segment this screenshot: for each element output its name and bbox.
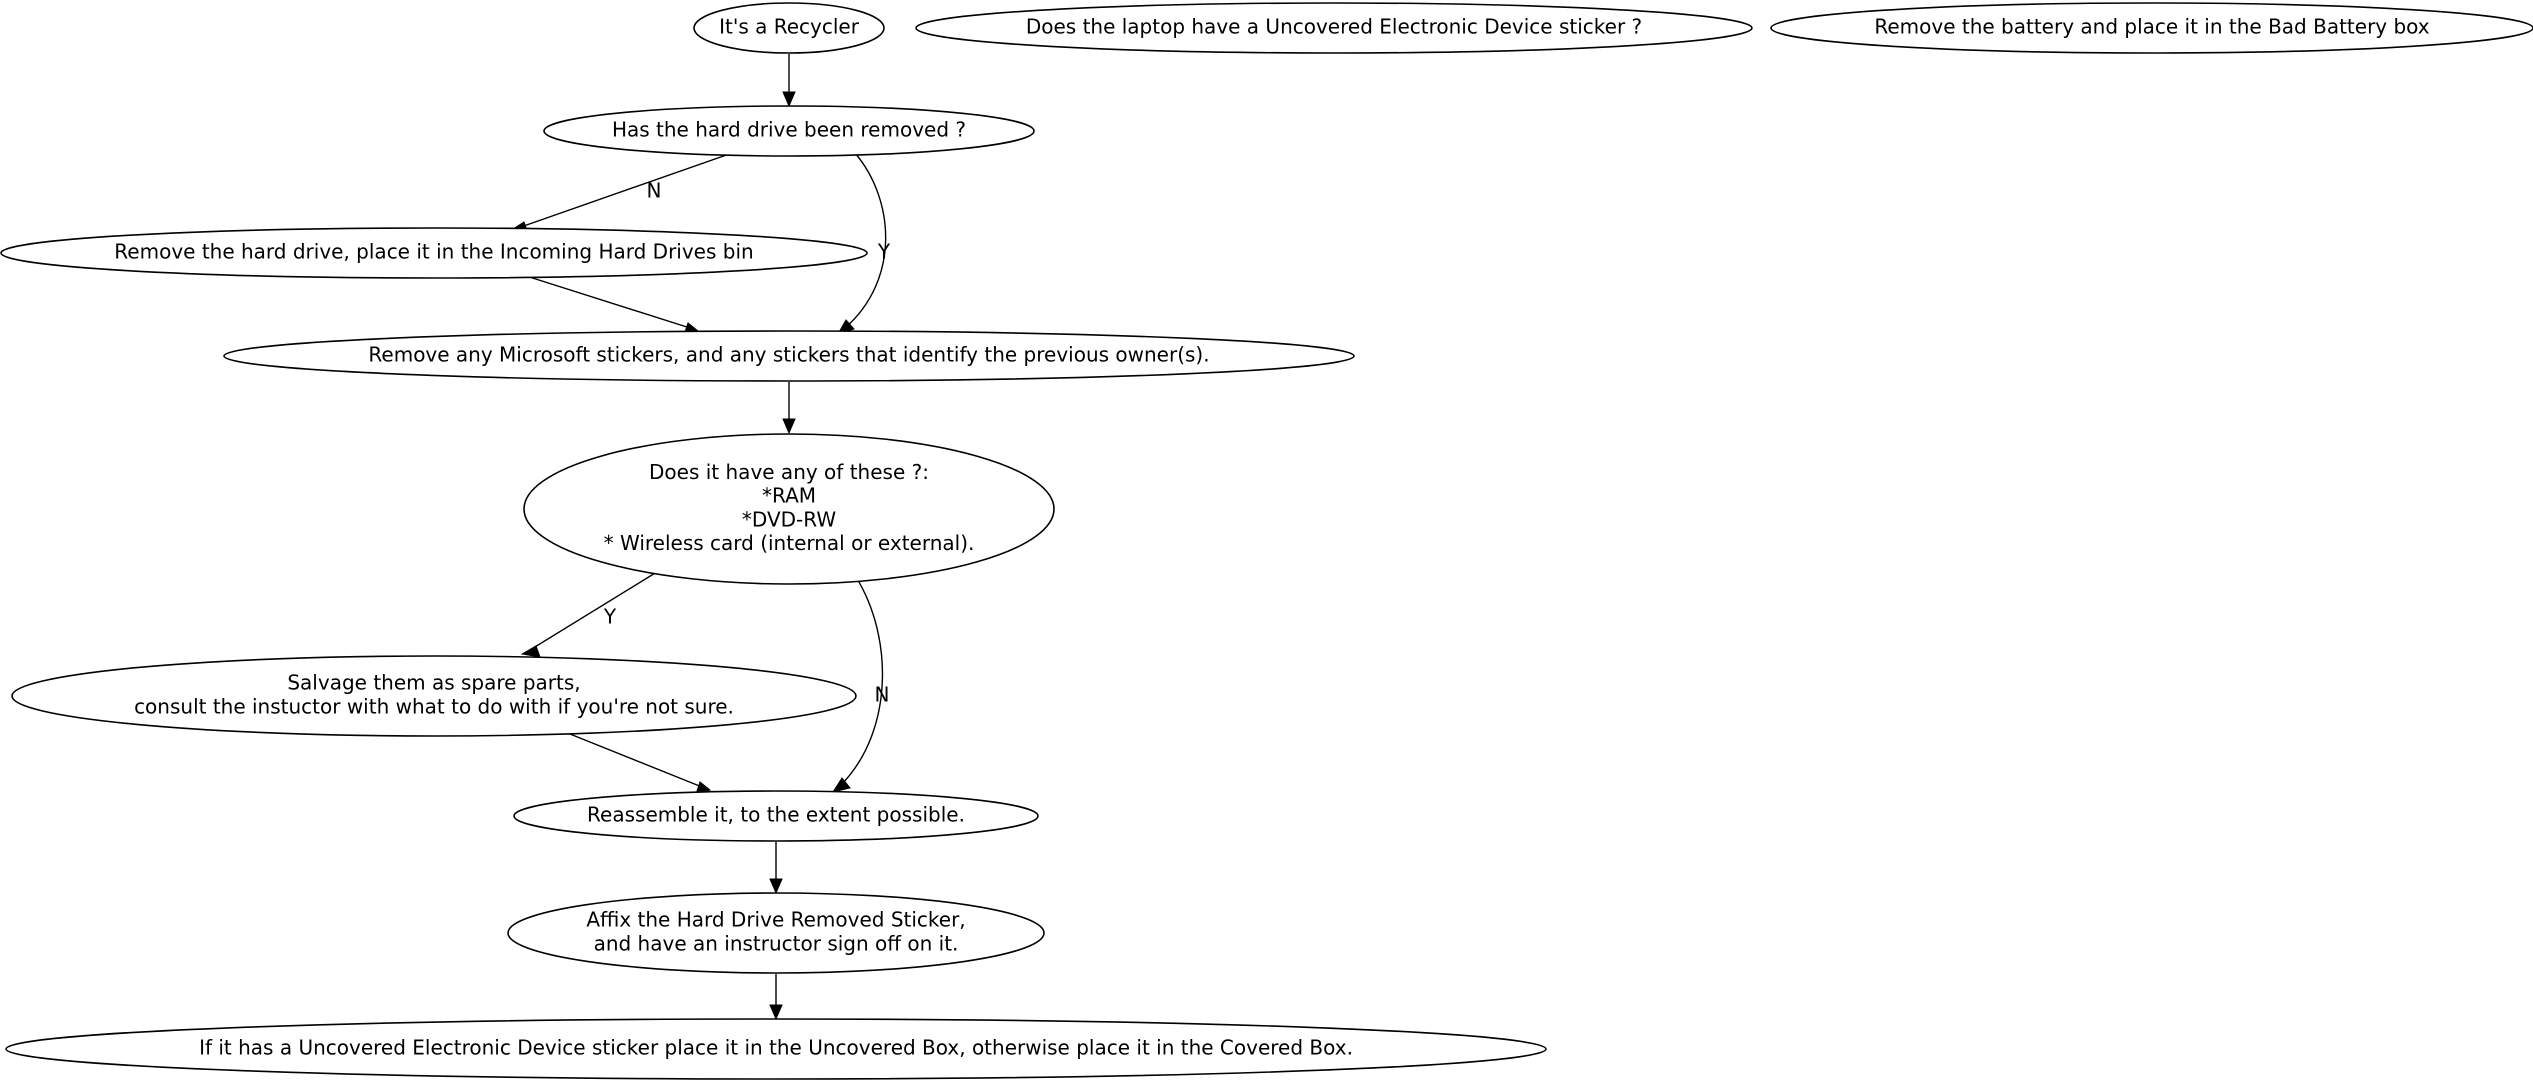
node-outline[interactable] — [693, 2, 885, 54]
node-label-line: * Wireless card (internal or external). — [604, 531, 975, 555]
edge-label: N — [647, 179, 662, 203]
node-label-line: Does the laptop have a Uncovered Electro… — [1026, 15, 1642, 39]
edge-arrowhead — [782, 418, 796, 435]
node-outline[interactable] — [0, 227, 868, 279]
node-outline[interactable] — [1770, 2, 2533, 54]
flow-node-affix-sticker[interactable]: Affix the Hard Drive Removed Sticker,and… — [507, 892, 1045, 974]
node-outline[interactable] — [543, 105, 1035, 157]
node-outline[interactable] — [507, 892, 1045, 974]
flow-edge: Y — [520, 569, 661, 658]
node-label-line: *RAM — [762, 484, 816, 508]
edge-line — [844, 152, 887, 329]
flow-edge — [769, 842, 783, 895]
node-outline[interactable] — [513, 790, 1039, 842]
node-outline[interactable] — [5, 1018, 1547, 1080]
node-label-line: Remove the hard drive, place it in the I… — [114, 240, 753, 264]
edge-line — [559, 729, 703, 788]
node-label-line: *DVD-RW — [742, 507, 836, 531]
edge-line — [529, 569, 661, 651]
flow-edge — [559, 729, 712, 795]
flow-edge: Y — [836, 152, 891, 335]
flow-node-remove-hard-drive[interactable]: Remove the hard drive, place it in the I… — [0, 227, 868, 279]
node-label-line: Remove the battery and place it in the B… — [1874, 15, 2429, 39]
flow-node-its-a-recycler[interactable]: It's a Recycler — [693, 2, 885, 54]
edge-arrowhead — [831, 777, 851, 793]
node-label-line: and have an instructor sign off on it. — [594, 931, 959, 955]
flow-edge — [782, 382, 796, 435]
flow-node-has-parts-question[interactable]: Does it have any of these ?:*RAM*DVD-RW*… — [523, 433, 1055, 585]
edge-line — [517, 151, 736, 229]
flow-node-remove-microsoft-stickers[interactable]: Remove any Microsoft stickers, and any s… — [223, 330, 1355, 382]
edge-arrowhead — [520, 645, 541, 658]
node-label-line: consult the instuctor with what to do wi… — [134, 694, 734, 718]
node-label-line: Salvage them as spare parts, — [287, 671, 580, 695]
edge-line — [519, 273, 691, 329]
edge-arrowhead — [769, 878, 783, 895]
flow-edge — [769, 974, 783, 1021]
flow-node-remove-battery[interactable]: Remove the battery and place it in the B… — [1770, 2, 2533, 54]
node-label-line: Does it have any of these ?: — [649, 460, 929, 484]
edge-arrowhead — [769, 1004, 783, 1021]
flow-node-place-in-box[interactable]: If it has a Uncovered Electronic Device … — [5, 1018, 1547, 1080]
flow-node-salvage-spare-parts[interactable]: Salvage them as spare parts,consult the … — [11, 655, 857, 737]
flow-node-hard-drive-removed-question[interactable]: Has the hard drive been removed ? — [543, 105, 1035, 157]
flow-edge — [519, 273, 700, 336]
node-label-line: Affix the Hard Drive Removed Sticker, — [586, 908, 965, 932]
node-outline[interactable] — [523, 433, 1055, 585]
edge-arrowhead — [782, 91, 796, 108]
node-outline[interactable] — [11, 655, 857, 737]
node-label-line: Remove any Microsoft stickers, and any s… — [368, 343, 1209, 367]
node-label-line: Reassemble it, to the extent possible. — [587, 803, 965, 827]
node-label-line: It's a Recycler — [719, 15, 860, 39]
flow-edge — [782, 54, 796, 108]
edge-label: N — [875, 683, 890, 707]
flow-node-reassemble[interactable]: Reassemble it, to the extent possible. — [513, 790, 1039, 842]
edge-label: Y — [603, 605, 617, 629]
edge-line — [839, 570, 884, 787]
node-label-line: Has the hard drive been removed ? — [612, 118, 966, 142]
node-outline[interactable] — [915, 2, 1753, 54]
node-label-line: If it has a Uncovered Electronic Device … — [199, 1036, 1353, 1060]
flow-node-uncovered-sticker-question[interactable]: Does the laptop have a Uncovered Electro… — [915, 2, 1753, 54]
edge-label: Y — [877, 240, 891, 264]
flow-edge: N — [508, 151, 736, 234]
node-outline[interactable] — [223, 330, 1355, 382]
flow-edge: N — [831, 570, 890, 793]
